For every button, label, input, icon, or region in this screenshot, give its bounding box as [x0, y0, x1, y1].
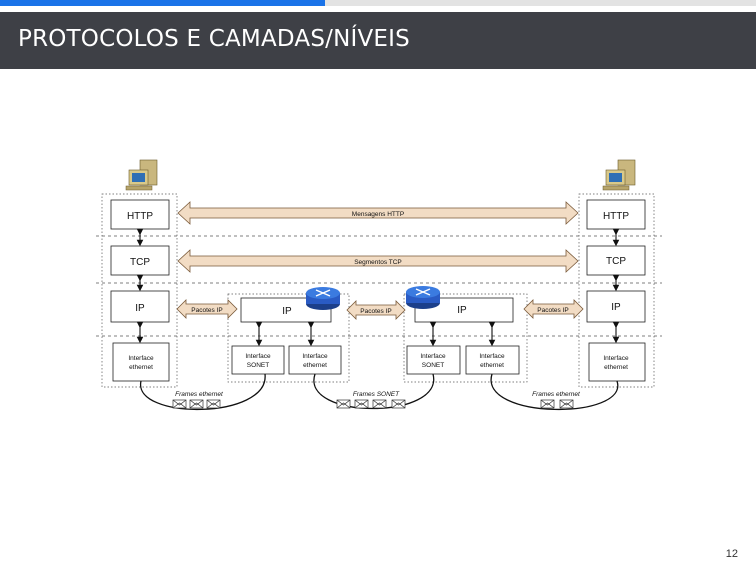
envelope-icon — [540, 399, 555, 409]
top-progress-bar — [0, 0, 756, 6]
page-number: 12 — [725, 548, 738, 560]
host-left-iface-label-2: ethernet — [129, 364, 153, 371]
envelope-icon — [189, 399, 204, 409]
node-outlines — [101, 193, 655, 388]
host-right-stack: HTTP TCP IP Interface ethernet — [586, 199, 646, 382]
host-right-tcp-label: TCP — [606, 256, 626, 267]
ip-peer-label-right: Pacotes IP — [537, 307, 568, 314]
router-stack-arrows — [255, 321, 496, 347]
host-left-iface-label-1: Interface — [128, 355, 154, 362]
envelope-icon — [391, 399, 406, 409]
computer-icon-right — [602, 159, 636, 191]
host-right-iface-label-2: ethernet — [604, 364, 628, 371]
router-right-ip-label: IP — [457, 305, 467, 316]
frames-sonet-label: Frames SONET — [353, 391, 400, 398]
router-right: IP Interface SONET Interface ethernet — [406, 297, 520, 375]
top-progress-accent — [0, 0, 325, 6]
host-left-tcp-label: TCP — [130, 257, 150, 268]
physical-links — [140, 373, 619, 411]
router-icon-right — [406, 286, 440, 309]
host-left-ip-label: IP — [135, 303, 145, 314]
envelope-icon — [336, 399, 351, 409]
router-icon-left — [306, 287, 340, 310]
router-right-eth-label-2: ethernet — [480, 362, 504, 369]
router-right-sonet-label-2: SONET — [422, 362, 444, 369]
router-left: IP Interface SONET Interface ethernet — [231, 297, 342, 375]
host-left-stack: HTTP TCP IP Interface ethernet — [110, 199, 170, 382]
host-left-http-label: HTTP — [127, 211, 153, 222]
router-right-sonet-label-1: Interface — [420, 353, 446, 360]
envelope-icon — [372, 399, 387, 409]
router-right-eth-label-1: Interface — [479, 353, 505, 360]
ip-peer-label-mid: Pacotes IP — [360, 308, 391, 315]
peer-arrows — [176, 201, 584, 320]
frames-ethernet-label-left: Frames ethernet — [175, 391, 224, 398]
host-right-ip-label: IP — [611, 302, 621, 313]
frames-ethernet-label-right: Frames ethernet — [532, 391, 581, 398]
router-left-eth-label-2: ethernet — [303, 362, 327, 369]
router-left-sonet-label-2: SONET — [247, 362, 269, 369]
envelope-icon — [354, 399, 369, 409]
http-peer-arrow — [177, 201, 579, 225]
computer-icon-left — [125, 159, 158, 191]
slide-header: PROTOCOLOS E CAMADAS/NÍVEIS — [0, 12, 756, 69]
host-right-http-label: HTTP — [603, 211, 629, 222]
layer-separators — [96, 235, 662, 337]
ip-peer-arrow-right — [523, 299, 584, 319]
tcp-peer-label: Segmentos TCP — [354, 259, 402, 266]
tcp-peer-arrow — [177, 249, 579, 273]
router-left-sonet-label-1: Interface — [245, 353, 271, 360]
host-right-iface-label-1: Interface — [603, 355, 629, 362]
router-left-ip-label: IP — [282, 306, 292, 317]
ip-peer-label-left: Pacotes IP — [191, 307, 222, 314]
envelope-icon — [206, 399, 221, 409]
envelope-icon — [172, 399, 187, 409]
ip-peer-arrow-mid — [346, 300, 406, 320]
envelope-icon — [559, 399, 574, 409]
ip-peer-arrow-left — [176, 299, 238, 319]
frame-envelope-icons — [172, 399, 574, 409]
http-peer-label: Mensagens HTTP — [352, 211, 404, 218]
slide-title: PROTOCOLOS E CAMADAS/NÍVEIS — [18, 26, 410, 52]
host-stack-arrows — [136, 228, 620, 344]
router-left-eth-label-1: Interface — [302, 353, 328, 360]
